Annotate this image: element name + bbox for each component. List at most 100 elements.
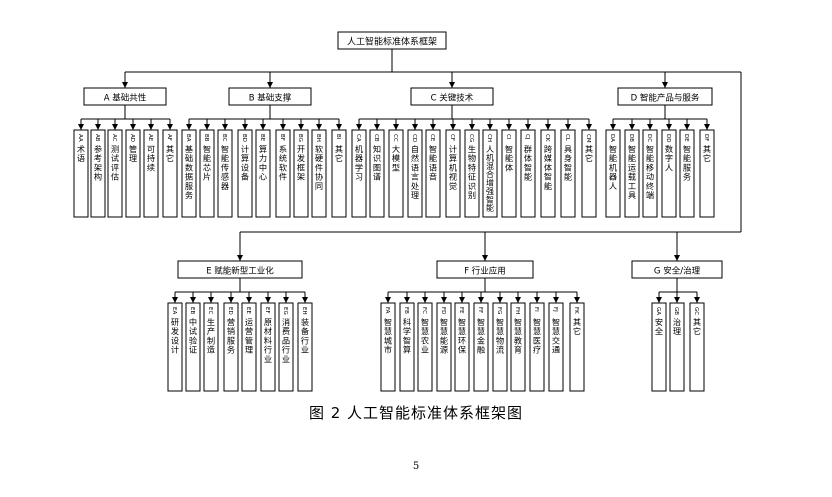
leaf-label-FK: 其它 (573, 317, 581, 336)
leaf-BG (293, 129, 309, 218)
leaf-CH (482, 129, 498, 218)
leaf-CI (501, 129, 517, 218)
child-arrow-CG (469, 124, 475, 130)
leaf-label-BG: 开发框架 (297, 144, 305, 182)
child-arrow-CJ (525, 124, 531, 130)
child-arrow-BI (336, 124, 342, 130)
leaf-label-EG: 消费品行业 (282, 317, 290, 364)
child-arrow-AB (95, 124, 101, 130)
child-arrow-EG (283, 297, 289, 303)
leaf-code-CE: CE (429, 134, 435, 142)
leaf-label-FF: 智慧金融 (477, 317, 485, 355)
leaf-code-BE: BE (259, 134, 265, 142)
arrow-to-B (267, 82, 273, 88)
leaf-label-BE: 算力中心 (259, 144, 267, 182)
arrow-to-E (237, 255, 243, 261)
leaf-label-BD: 计算设备 (241, 144, 249, 182)
leaf-CM (581, 129, 597, 218)
leaf-code-CH: CH (486, 134, 492, 142)
child-arrow-GB (674, 297, 680, 303)
child-arrow-FG (497, 297, 503, 303)
leaf-label-BB: 智能芯片 (203, 144, 211, 182)
category-label-E: E 赋能新型工业化 (206, 266, 274, 277)
leaf-FC (417, 302, 433, 392)
leaf-code-BF: BF (279, 134, 285, 141)
child-arrow-FI (534, 297, 540, 303)
leaf-DB (624, 129, 640, 218)
leaf-code-DB: DB (628, 134, 634, 142)
child-arrow-AF (167, 124, 173, 130)
leaf-code-BI: BI (335, 134, 341, 140)
leaf-label-CG: 生物特征识别 (468, 144, 476, 200)
leaf-code-FB: FB (403, 307, 409, 314)
child-arrow-EH (302, 297, 308, 303)
category-label-C: C 关键技术 (431, 93, 474, 104)
leaf-EC (203, 302, 219, 392)
child-arrow-FB (404, 297, 410, 303)
leaf-code-DF: DF (703, 134, 709, 141)
child-arrow-DB (629, 124, 635, 130)
leaf-code-FG: FG (496, 307, 502, 314)
leaf-code-AA: AA (77, 134, 83, 142)
leaf-AF (162, 129, 178, 218)
leaf-label-FA: 智慧城市 (384, 317, 392, 355)
leaf-code-BA: BA (185, 134, 191, 142)
leaf-code-FE: FE (458, 307, 464, 314)
leaf-label-EE: 运营管理 (245, 317, 253, 355)
leaf-code-AB: AB (94, 134, 100, 142)
leaf-code-BH: BH (315, 134, 321, 142)
child-arrow-EC (208, 297, 214, 303)
leaf-code-CL: CL (564, 134, 570, 142)
leaf-ED (223, 302, 239, 392)
child-arrow-EE (246, 297, 252, 303)
leaf-label-FH: 智慧教育 (514, 317, 522, 355)
leaf-label-DC: 智能移动终端 (646, 144, 654, 200)
leaf-code-FK: FK (573, 307, 579, 314)
leaf-CD (407, 129, 423, 218)
leaf-AE (143, 129, 159, 218)
leaf-code-FH: FH (514, 307, 520, 314)
leaf-label-EF: 原材料行业 (264, 317, 272, 364)
leaf-label-CC: 大模型 (392, 144, 400, 172)
leaf-FE (454, 302, 470, 392)
child-arrow-BG (298, 124, 304, 130)
leaf-label-FJ: 智慧交通 (552, 317, 560, 355)
leaf-FG (492, 302, 508, 392)
leaf-FF (473, 302, 489, 392)
child-arrow-DD (666, 124, 672, 130)
leaf-code-CG: CG (468, 134, 474, 142)
leaf-code-AD: AD (129, 134, 135, 142)
leaf-EF (260, 302, 276, 392)
category-label-D: D 智能产品与服务 (631, 93, 700, 104)
child-arrow-BA (186, 124, 192, 130)
leaf-label-CD: 自然语言处理 (411, 144, 419, 200)
leaf-EE (241, 302, 257, 392)
category-label-G: G 安全/治理 (654, 266, 701, 277)
leaf-code-EF: EF (264, 307, 270, 314)
leaf-code-BD: BD (241, 134, 247, 142)
child-arrow-CC (393, 124, 399, 130)
leaf-FB (399, 302, 415, 392)
leaf-code-CM: CM (585, 134, 591, 143)
leaf-label-FI: 智慧医疗 (533, 317, 541, 355)
leaf-label-CL: 具身智能 (564, 144, 572, 182)
leaf-code-BB: BB (203, 134, 209, 142)
leaf-label-CJ: 群体智能 (524, 144, 532, 182)
leaf-GB (669, 302, 685, 392)
category-label-A: A 基础共性 (104, 93, 147, 104)
leaf-code-CA: CA (355, 134, 361, 142)
leaf-label-CM: 其它 (585, 144, 593, 163)
child-arrow-EB (190, 297, 196, 303)
leaf-AD (125, 129, 141, 218)
child-arrow-GC (694, 297, 700, 303)
leaf-label-CE: 智能语音 (429, 144, 437, 182)
leaf-code-GA: GA (655, 307, 661, 315)
leaf-code-CF: CF (449, 134, 455, 141)
leaf-BE (255, 129, 271, 218)
child-arrow-CH (487, 124, 493, 130)
child-arrow-FE (459, 297, 465, 303)
child-arrow-EF (265, 297, 271, 303)
leaf-label-FC: 智慧农业 (421, 317, 429, 355)
arrow-to-C (449, 82, 455, 88)
child-arrow-FD (441, 297, 447, 303)
